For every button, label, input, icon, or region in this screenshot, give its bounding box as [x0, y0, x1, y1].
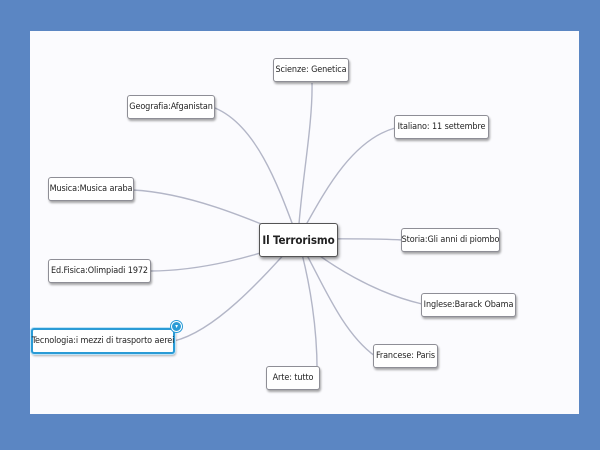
topic-node-inglese[interactable]: Inglese:Barack Obama: [421, 293, 516, 317]
topic-label: Italiano: 11 settembre: [397, 122, 486, 132]
topic-label: Geografia:Afganistan: [129, 102, 213, 112]
topic-node-geografia[interactable]: Geografia:Afganistan: [127, 95, 215, 119]
topic-node-scienze[interactable]: Scienze: Genetica: [273, 58, 349, 82]
topic-node-tecnologia[interactable]: Tecnologia:i mezzi di trasporto aerei ▾: [31, 321, 182, 354]
topic-label: Scienze: Genetica: [275, 65, 347, 75]
central-topic-label: Il Terrorismo: [262, 233, 335, 247]
topic-node-francese[interactable]: Francese: Paris: [373, 344, 438, 368]
topic-label: Musica:Musica araba: [49, 184, 133, 194]
topic-label: Ed.Fisica:Olimpiadi 1972: [51, 266, 148, 276]
central-topic-node[interactable]: Il Terrorismo: [259, 223, 338, 257]
topic-label: Arte: tutto: [272, 373, 314, 383]
topic-node-italiano[interactable]: Italiano: 11 settembre: [394, 115, 489, 139]
topic-node-edfisica[interactable]: Ed.Fisica:Olimpiadi 1972: [48, 259, 151, 283]
chevron-down-icon[interactable]: ▾: [171, 321, 182, 332]
topic-node-storia[interactable]: Storia:Gli anni di piombo: [401, 228, 500, 252]
connector-geografia: [214, 107, 299, 240]
topic-label: Inglese:Barack Obama: [423, 300, 514, 310]
topic-node-arte[interactable]: Arte: tutto: [266, 366, 320, 390]
topic-node-musica[interactable]: Musica:Musica araba: [48, 177, 134, 201]
connector-arte: [297, 238, 318, 380]
topic-label: Francese: Paris: [375, 351, 436, 361]
topic-label: Storia:Gli anni di piombo: [401, 235, 500, 245]
topic-label: Tecnologia:i mezzi di trasporto aerei: [31, 336, 175, 346]
mindmap-canvas[interactable]: Il Terrorismo Scienze: Genetica Geografi…: [30, 31, 579, 414]
connector-scienze: [297, 82, 313, 240]
